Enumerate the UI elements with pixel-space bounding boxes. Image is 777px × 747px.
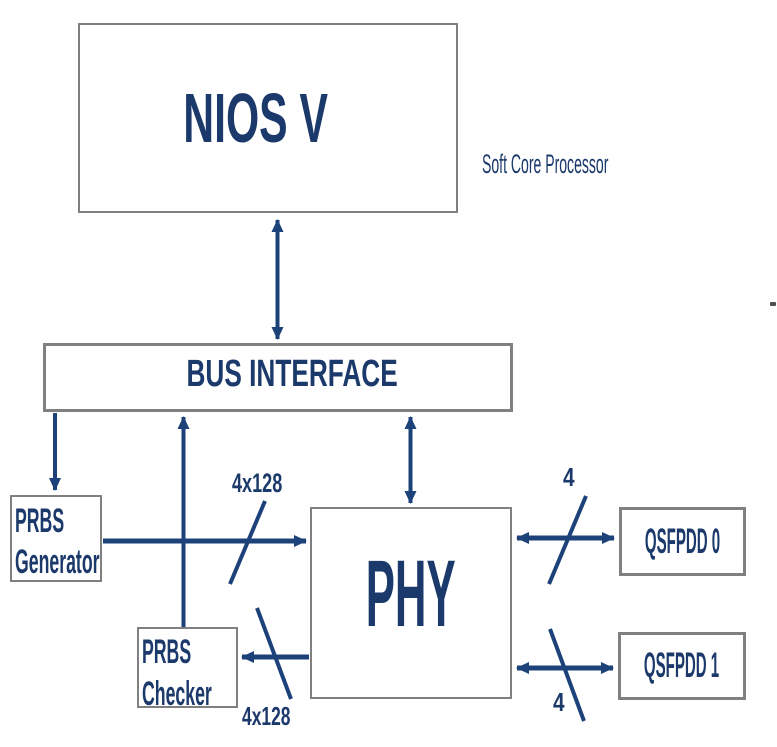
bus-interface-label: BUS INTERFACE <box>186 353 398 395</box>
bus-width-label-qsfpdd1: 4 <box>553 687 565 717</box>
bus-width-slash-phy-checker <box>255 607 293 700</box>
prbs-checker-label-line2: Checker <box>142 675 212 713</box>
edge-artifact-speck <box>770 302 776 306</box>
niosv-label: NIOS V <box>183 79 329 157</box>
bus-width-label-gen-phy: 4x128 <box>232 468 283 498</box>
qsfpdd0-label: QSFPDD 0 <box>644 521 721 561</box>
bus-width-slash-qsfpdd0 <box>547 495 588 585</box>
bus-interface-block: BUS INTERFACE <box>43 343 513 412</box>
qsfpdd0-block: QSFPDD 0 <box>619 507 746 576</box>
prbs-generator-label-line2: Generator <box>15 543 100 581</box>
prbs-generator-block: PRBS Generator <box>10 495 102 582</box>
bus-width-slash-qsfpdd1 <box>548 628 586 722</box>
prbs-checker-label-line1: PRBS <box>142 633 192 671</box>
prbs-checker-block: PRBS Checker <box>137 627 238 713</box>
bus-width-label-qsfpdd0: 4 <box>563 462 575 492</box>
qsfpdd1-label: QSFPDD 1 <box>644 646 720 685</box>
phy-label: PHY <box>366 540 456 647</box>
bus-width-label-phy-checker: 4x128 <box>242 701 291 731</box>
soft-core-processor-caption: Soft Core Processor <box>482 149 609 179</box>
prbs-generator-label-line1: PRBS <box>15 502 65 540</box>
phy-block: PHY <box>310 507 512 699</box>
bus-width-slash-gen-phy <box>228 500 267 585</box>
qsfpdd1-block: QSFPDD 1 <box>618 632 746 700</box>
niosv-block: NIOS V <box>78 23 458 213</box>
